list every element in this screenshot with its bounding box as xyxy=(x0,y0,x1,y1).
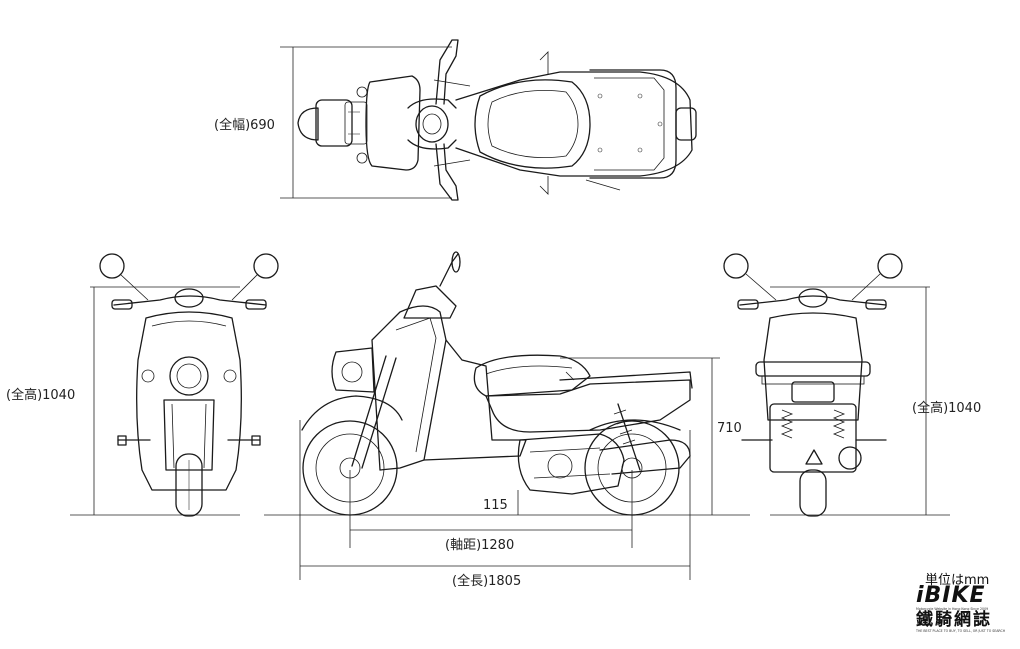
ground-clearance-dimension-label: 115 xyxy=(483,498,508,513)
rear-view xyxy=(723,253,950,517)
top-view xyxy=(280,39,697,201)
logo-tagline-bottom: THE BEST PLACE TO BUY, TO SELL, OR JUST … xyxy=(916,629,1006,633)
overall-length-dimension-label: (全長)1805 xyxy=(452,573,521,589)
logo-tagline-top: Motorcycle Website in Hong Kong Since 20… xyxy=(916,607,989,611)
wheelbase-dimension-label: (軸距)1280 xyxy=(445,538,514,553)
rear-height-dimension-label: (全高)1040 xyxy=(912,400,981,416)
logo-chinese-name: 鐵騎網誌 xyxy=(916,610,992,630)
logo-brand: iBIKE xyxy=(916,583,986,608)
unit-note: 単位はmm xyxy=(925,572,989,588)
ibike-logo: iBIKE Motorcycle Website in Hong Kong Si… xyxy=(916,585,1012,639)
front-view xyxy=(70,253,279,517)
width-dimension-label: (全幅)690 xyxy=(214,117,275,133)
seat-height-dimension-label: 710 xyxy=(717,421,742,436)
side-view xyxy=(264,251,750,580)
front-height-dimension-label: (全高)1040 xyxy=(6,387,75,403)
